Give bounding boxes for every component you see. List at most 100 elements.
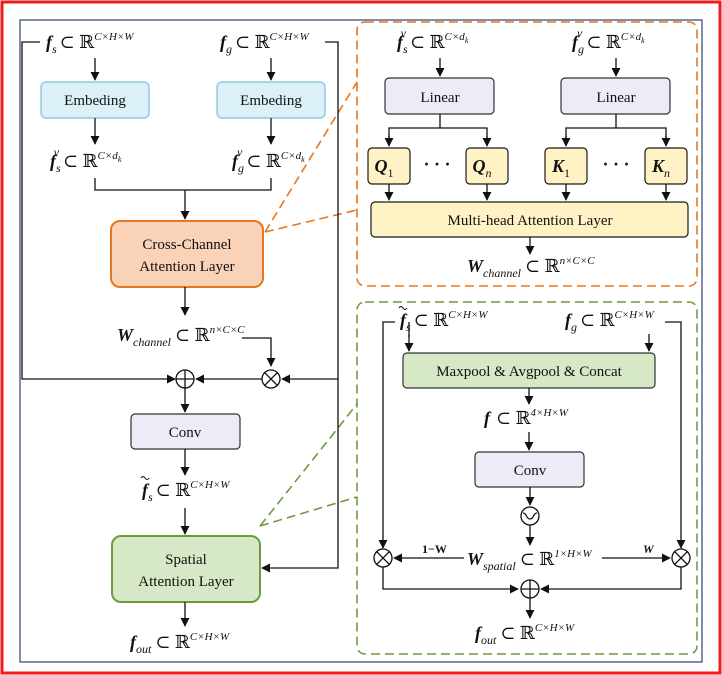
left-fs-sub: s <box>52 42 57 56</box>
left-fgv-supv: v <box>237 145 243 159</box>
spatial-line2: Attention Layer <box>138 574 233 590</box>
left-fs-set: ⊂ ℝ <box>60 32 96 52</box>
left-fsv-supsub: k <box>118 155 122 164</box>
spatial-fg-sup: C×H×W <box>615 309 655 321</box>
arrow-w-to-mult <box>242 337 276 367</box>
svg-text:f⊂ ℝ4×H×W: f⊂ ℝ4×H×W <box>484 407 569 428</box>
cross-channel-line1: Cross-Channel <box>142 237 231 253</box>
left-fsv-base: f <box>50 151 58 171</box>
left-fs-sup: C×H×W <box>94 31 134 43</box>
linear-right-label: Linear <box>596 90 635 106</box>
kn-sub: n <box>664 166 670 180</box>
cross-fgv-sub: g <box>578 42 584 56</box>
spatial-left-multiply-node <box>373 548 393 568</box>
svg-text:fs⊂ ℝC×H×W: fs⊂ ℝC×H×W <box>46 31 134 56</box>
qn-sub: n <box>486 166 492 180</box>
svg-text:Kn: Kn <box>651 156 670 180</box>
pool-label: Maxpool & Avgpool & Concat <box>436 364 622 380</box>
k-dots: · · · <box>602 154 629 174</box>
left-fs-tilde-base: f <box>142 480 150 500</box>
svg-text:fgv⊂ ℝC×dk: fgv⊂ ℝC×dk <box>572 26 645 56</box>
svg-text:Qn: Qn <box>473 156 492 180</box>
k1-sub: 1 <box>564 166 570 180</box>
left-fout-sub: out <box>136 642 152 656</box>
wspatial-sup: 1×H×W <box>554 548 592 560</box>
inner-border <box>19 19 703 663</box>
left-fs-bypass <box>21 41 176 384</box>
q1-base: Q <box>375 156 388 176</box>
mha-label: Multi-head Attention Layer <box>448 213 613 229</box>
cross-fgv-sup: C×d <box>621 31 642 43</box>
left-fgv-base: f <box>232 151 240 171</box>
left-fsv-sup: C×d <box>98 150 119 162</box>
left-fs-tilde-set: ⊂ ℝ <box>156 480 192 500</box>
left-fs-tilde-label: fs⊂ ℝC×H×W <box>140 475 230 504</box>
spatial-fg-base: f <box>565 310 573 330</box>
cross-fgv-supv: v <box>577 26 583 40</box>
f4-set: ⊂ ℝ <box>496 408 532 428</box>
cross-channel-line2: Attention Layer <box>139 259 234 275</box>
left-wchannel-sup: n×C×C <box>210 324 246 336</box>
left-fs-base: f <box>46 32 54 52</box>
cross-fsv-base: f <box>397 32 405 52</box>
qn-base: Q <box>473 156 486 176</box>
svg-text:fs⊂ ℝC×H×W: fs⊂ ℝC×H×W <box>142 479 230 504</box>
svg-text:fsv⊂ ℝC×dk: fsv⊂ ℝC×dk <box>50 145 122 175</box>
left-fsv-supv: v <box>54 145 60 159</box>
linear-right-branch <box>565 127 667 144</box>
green-callout-top <box>259 403 358 527</box>
orange-callout-bottom <box>264 209 358 233</box>
spatial-add-node <box>520 579 540 599</box>
spatial-fg-label: fg⊂ ℝC×H×W <box>565 309 655 334</box>
spatial-tilde-mark <box>398 305 408 311</box>
cross-attention-panel <box>356 21 698 287</box>
linear-left-branch <box>388 127 488 144</box>
svg-text:fg⊂ ℝC×H×W: fg⊂ ℝC×H×W <box>220 31 310 56</box>
spatial-fs-tilde-base: f <box>400 310 408 330</box>
left-conv-label: Conv <box>169 425 202 441</box>
left-fg-sup: C×H×W <box>270 31 310 43</box>
green-callout-bottom <box>259 496 358 527</box>
embed-right-label: Embeding <box>240 93 302 109</box>
left-fg-bypass <box>261 41 339 573</box>
kn-base: K <box>651 156 666 176</box>
cross-wchannel-label: Wchannel⊂ ℝn×C×C <box>467 255 595 280</box>
spatial-fout-label: fout⊂ ℝC×H×W <box>475 622 575 647</box>
svg-text:Q1: Q1 <box>375 156 394 180</box>
cross-fgv-label: fgv⊂ ℝC×dk <box>572 26 645 56</box>
merge-line <box>94 178 272 191</box>
cross-wchannel-sub: channel <box>483 266 522 280</box>
svg-text:fs⊂ ℝC×H×W: fs⊂ ℝC×H×W <box>400 309 488 334</box>
spatial-conv-label: Conv <box>514 463 547 479</box>
spatial-right-multiply-node <box>671 548 691 568</box>
cross-wchannel-sup: n×C×C <box>560 255 596 267</box>
q-dots: · · · <box>423 154 450 174</box>
svg-text:fout⊂ ℝC×H×W: fout⊂ ℝC×H×W <box>475 622 575 647</box>
left-add-node <box>175 369 195 389</box>
svg-text:Wspatial⊂ ℝ1×H×W: Wspatial⊂ ℝ1×H×W <box>467 548 593 573</box>
left-fout-base: f <box>130 632 138 652</box>
spatial-attention-panel <box>356 301 698 655</box>
left-fs-input: fs⊂ ℝC×H×W <box>46 31 134 56</box>
one-minus-w-label: 1−W <box>422 542 447 556</box>
arrow-left-mult-to-add <box>382 567 519 594</box>
spatial-fout-sub: out <box>481 633 497 647</box>
svg-text:Wchannel⊂ ℝn×C×C: Wchannel⊂ ℝn×C×C <box>117 324 245 349</box>
left-fsv-set: ⊂ ℝ <box>63 151 99 171</box>
cross-channel-box <box>110 220 264 288</box>
cross-fgv-supsub: k <box>641 36 645 45</box>
f4-base: f <box>484 408 492 428</box>
left-fgv-set: ⊂ ℝ <box>246 151 282 171</box>
f4-label: f⊂ ℝ4×H×W <box>484 407 569 428</box>
left-wchannel-sub: channel <box>133 335 172 349</box>
svg-text:Wchannel⊂ ℝn×C×C: Wchannel⊂ ℝn×C×C <box>467 255 595 280</box>
spatial-attention-box <box>111 535 261 603</box>
svg-text:fg⊂ ℝC×H×W: fg⊂ ℝC×H×W <box>565 309 655 334</box>
left-fout-label: fout⊂ ℝC×H×W <box>130 631 230 656</box>
wspatial-sub: spatial <box>483 559 516 573</box>
svg-text:fsv⊂ ℝC×dk: fsv⊂ ℝC×dk <box>397 26 469 56</box>
left-fg-sub: g <box>226 42 232 56</box>
